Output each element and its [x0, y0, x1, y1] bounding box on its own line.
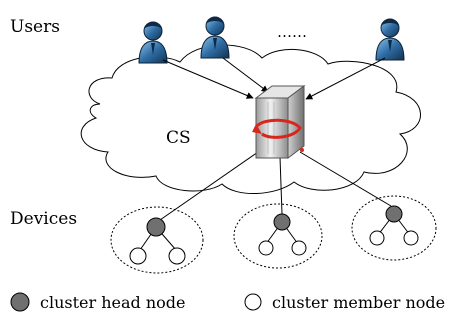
link-cluster-3	[299, 151, 392, 207]
arrow-user2	[222, 57, 269, 93]
cluster-member-node	[369, 230, 385, 246]
user-icon-1	[138, 21, 168, 64]
cluster-1	[110, 206, 204, 274]
cluster-member-node	[168, 247, 186, 265]
user-icon-3	[375, 18, 405, 61]
cluster-head-node	[385, 205, 403, 223]
cloud-icon	[80, 44, 421, 194]
cluster-2	[233, 203, 323, 269]
arrow-user1	[162, 59, 254, 99]
legend-head-label: cluster head node	[40, 293, 186, 312]
cluster-member-node	[403, 230, 419, 246]
ellipsis-label: ……	[277, 23, 307, 41]
cluster-3	[351, 195, 437, 261]
cluster-head-node	[273, 213, 291, 231]
legend-member-label: cluster member node	[272, 293, 445, 312]
devices-label: Devices	[10, 209, 77, 229]
user-icon-2	[200, 16, 230, 59]
link-cluster-1	[159, 151, 259, 221]
cluster-head-node	[146, 217, 166, 237]
users-label: Users	[10, 17, 60, 37]
legend-member-swatch	[244, 293, 262, 311]
arrow-user3	[305, 57, 386, 100]
cs-label: CS	[166, 128, 191, 148]
legend: cluster head node cluster member node	[10, 292, 445, 312]
link-cluster-2	[279, 156, 283, 215]
server-icon	[252, 85, 306, 159]
cluster-member-node	[258, 240, 274, 256]
legend-head-swatch	[10, 292, 30, 312]
cluster-member-node	[129, 247, 147, 265]
cluster-member-node	[291, 240, 307, 256]
